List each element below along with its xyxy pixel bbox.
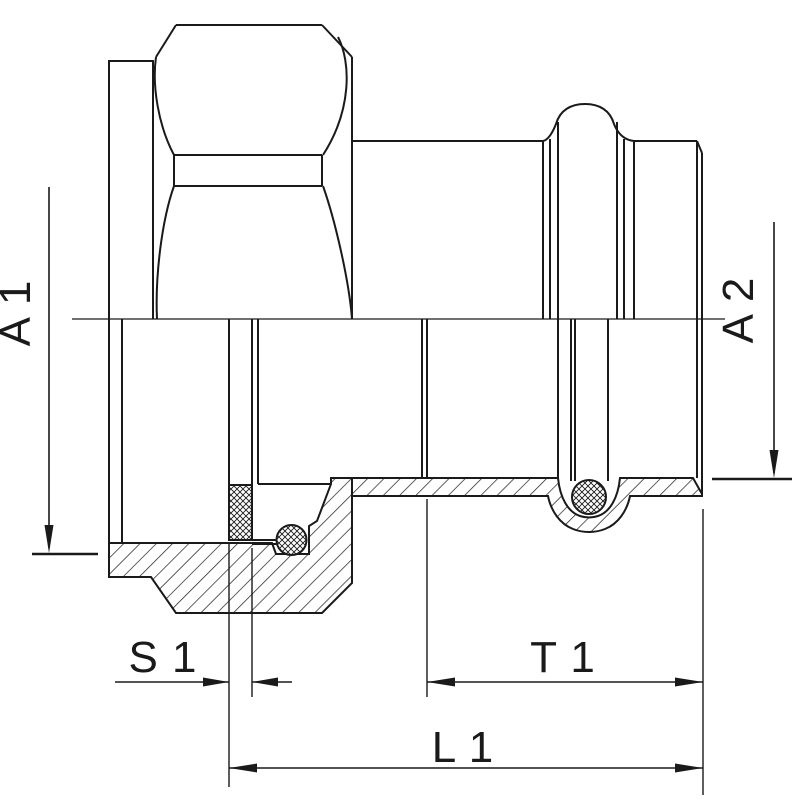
section-lower-half: [108, 61, 703, 614]
s1-arrowhead-left: [203, 677, 229, 687]
dimension-a2: A 2: [712, 222, 792, 481]
bead-o-ring: [571, 479, 607, 515]
t1-arrowhead-right: [675, 677, 703, 687]
thread-seal-block: [228, 484, 253, 541]
hexagon-outline: [153, 24, 353, 320]
s1-label: S 1: [128, 633, 197, 682]
t1-label: T 1: [530, 633, 596, 682]
elevation-upper-half: [108, 24, 703, 494]
l1-label: L 1: [432, 723, 495, 772]
l1-arrowhead-right: [675, 763, 703, 773]
l1-arrowhead-left: [229, 763, 257, 773]
dimension-s1: S 1: [115, 543, 292, 787]
a2-arrowhead: [769, 450, 779, 478]
t1-arrowhead-left: [427, 677, 455, 687]
body-and-bead-outline: [352, 102, 703, 494]
pipe-wall-section-hatch: [351, 477, 703, 533]
thread-o-ring: [275, 524, 308, 556]
dimension-l1: L 1: [229, 723, 703, 773]
a2-label: A 2: [714, 277, 763, 344]
a1-label: A 1: [0, 280, 40, 347]
dimension-a1: A 1: [0, 187, 98, 556]
s1-arrowhead-right: [252, 677, 278, 687]
flange-outline: [108, 60, 154, 319]
dimension-t1: T 1: [426, 499, 704, 795]
a1-arrowhead: [44, 525, 54, 553]
